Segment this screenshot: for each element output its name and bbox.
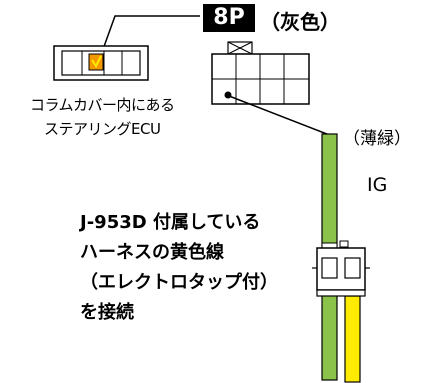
instruction-line-3: （エレクトロタップ付） — [80, 272, 278, 293]
wire-color-label: （薄緑） — [343, 129, 411, 149]
instruction-line-4: を接続 — [80, 302, 134, 323]
target-pin-dot — [224, 91, 232, 99]
pin-check-mark-icon — [91, 55, 102, 68]
pin-count-badge: 8P — [203, 4, 255, 32]
location-label-line1: コラムカバー内にある — [30, 96, 175, 114]
steering-ecu-connector-icon — [53, 45, 149, 81]
instruction-line-1: J-953D 付属している — [80, 212, 261, 233]
signal-label: IG — [367, 174, 388, 196]
instruction-line-2: ハーネスの黄色線 — [80, 242, 224, 263]
eight-pin-connector-icon — [211, 41, 310, 105]
electro-tap-icon — [312, 240, 370, 297]
yellow-wire — [344, 295, 361, 383]
pin-leader-line — [228, 95, 333, 137]
location-label-line2: ステアリングECU — [44, 120, 161, 138]
connector-color-label: （灰色） — [260, 10, 340, 34]
